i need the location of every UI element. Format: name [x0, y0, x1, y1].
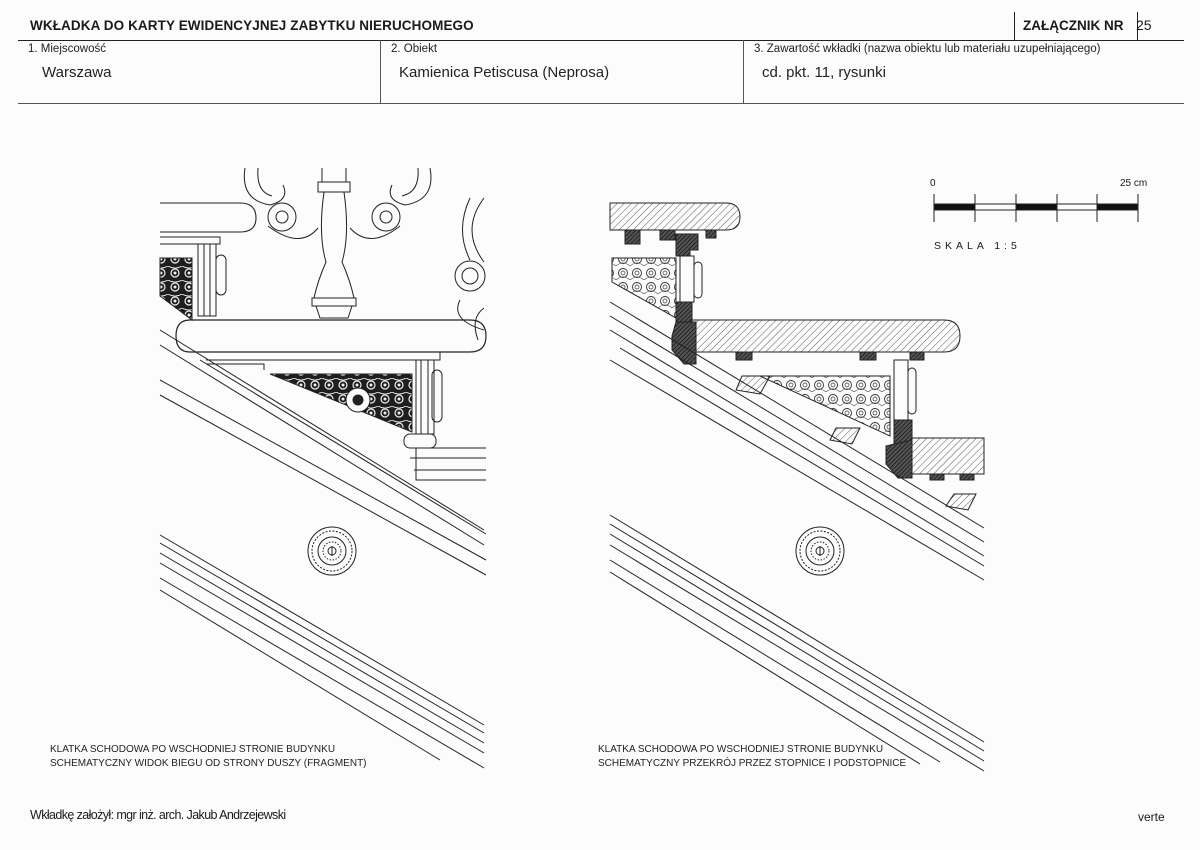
form-header: WKŁADKA DO KARTY EWIDENCYJNEJ ZABYTKU NI…: [18, 12, 1184, 41]
annex-box: ZAŁĄCZNIK NR: [1014, 12, 1138, 40]
caption-left: KLATKA SCHODOWA PO WSCHODNIEJ STRONIE BU…: [50, 743, 367, 771]
field-contents: 3. Zawartość wkładki (nazwa obiektu lub …: [743, 40, 1185, 103]
verte-label: verte: [1138, 810, 1165, 824]
field-label: 3. Zawartość wkładki (nazwa obiektu lub …: [754, 43, 1101, 55]
field-object: 2. Obiekt Kamienica Petiscusa (Neprosa): [380, 40, 744, 103]
scale-start-label: 0: [930, 178, 936, 189]
form-title: WKŁADKA DO KARTY EWIDENCYJNEJ ZABYTKU NI…: [30, 18, 474, 33]
caption-line: KLATKA SCHODOWA PO WSCHODNIEJ STRONIE BU…: [598, 744, 884, 755]
scale-bar: [933, 194, 1139, 222]
rosette-ornament: [307, 526, 357, 576]
footer-author: Wkładkę założył: mgr inż. arch. Jakub An…: [30, 808, 286, 822]
scale-label: SKALA 1:5: [934, 240, 1021, 252]
field-locality: 1. Miejscowość Warszawa: [18, 40, 380, 103]
annex-label: ZAŁĄCZNIK NR: [1023, 18, 1124, 33]
baluster-ornament: [243, 167, 486, 341]
right-stair-section: [609, 202, 985, 772]
left-stair-view: [159, 167, 487, 769]
field-value: cd. pkt. 11, rysunki: [762, 64, 886, 81]
caption-line: SCHEMATYCZNY WIDOK BIEGU OD STRONY DUSZY…: [50, 758, 367, 769]
annex-number: 25: [1136, 17, 1152, 33]
scale-end-label: 25 cm: [1120, 178, 1148, 189]
caption-right: KLATKA SCHODOWA PO WSCHODNIEJ STRONIE BU…: [598, 743, 906, 771]
caption-line: SCHEMATYCZNY PRZEKRÓJ PRZEZ STOPNICE I P…: [598, 758, 907, 769]
fields-row: 1. Miejscowość Warszawa 2. Obiekt Kamien…: [18, 40, 1184, 104]
field-value: Warszawa: [42, 64, 112, 81]
field-label: 1. Miejscowość: [28, 43, 106, 55]
rosette-ornament: [795, 526, 845, 576]
field-value: Kamienica Petiscusa (Neprosa): [399, 64, 610, 81]
field-label: 2. Obiekt: [391, 43, 438, 55]
caption-line: KLATKA SCHODOWA PO WSCHODNIEJ STRONIE BU…: [50, 744, 336, 755]
